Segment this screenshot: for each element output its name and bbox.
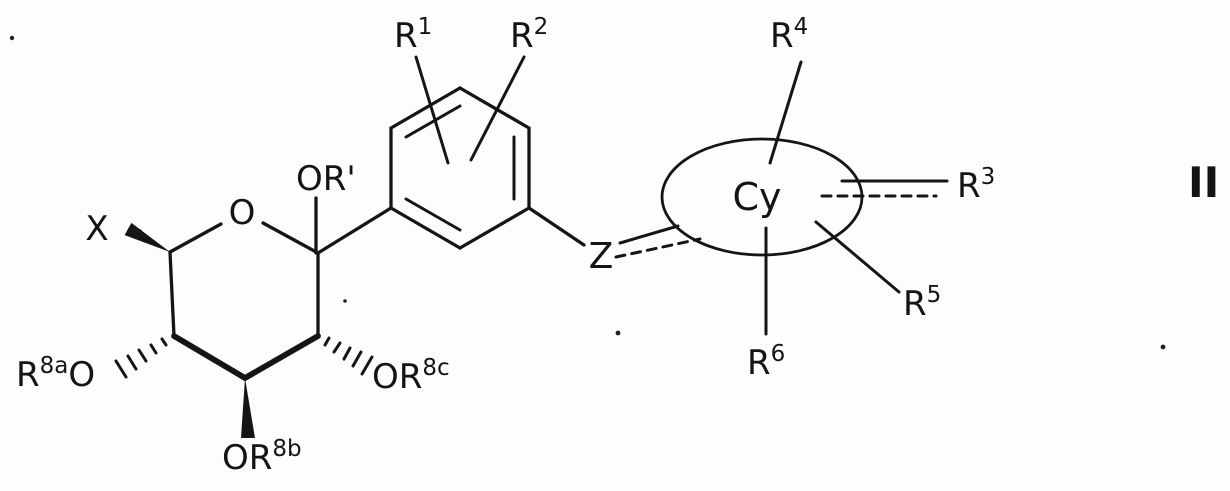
or8b-label: OR8b [222,436,302,478]
bond-c3-c2 [242,333,321,381]
ring-oxygen-label: O [229,193,256,233]
or-prime-label: OR' [296,159,356,199]
r2-label: R2 [510,14,548,56]
benzene-ring [389,86,531,250]
bond-c1-aryl [316,206,393,255]
r4-label: R4 [770,14,808,56]
bond-z-cy-dashed [614,237,702,259]
bond-r2-aryl [469,55,526,162]
hashed-wedge-c2-or8c [323,336,374,376]
bond-z-cy-solid [618,224,680,245]
bond-o-c5 [168,222,223,254]
r1-label: R1 [394,14,432,56]
bond-c5-c4 [168,250,176,338]
benzene-edge [458,86,531,130]
or8c-label: OR8c [372,355,450,397]
cy-label: Cy [732,175,781,219]
r6-label: R6 [747,341,785,383]
bond-cy-r4 [768,60,803,165]
bold-wedge-c5-x [124,222,170,252]
formula-number-label: II [1188,158,1219,207]
bond-c4-c3 [171,333,248,381]
hashed-wedge-c4-or8a [114,337,168,379]
bond-c1-o [261,221,320,255]
benzene-edge [458,206,531,250]
bond-r1-aryl [414,55,450,165]
r5-label: R5 [903,282,941,324]
bold-wedge-c3-or8b [241,378,255,438]
pyranose-ring [168,221,321,381]
scan-specks [9,35,1166,350]
r3-label: R3 [957,164,995,206]
benzene-inner-bond [404,197,462,232]
z-label: Z [589,236,614,277]
bond-aryl-z [527,206,586,247]
r8a-o-label: R8aO [16,353,95,395]
benzene-edge [389,86,462,130]
x-label: X [85,209,108,249]
benzene-inner-bond [404,104,462,139]
benzene-edge [389,206,462,250]
bond-cy-r5 [814,220,901,294]
